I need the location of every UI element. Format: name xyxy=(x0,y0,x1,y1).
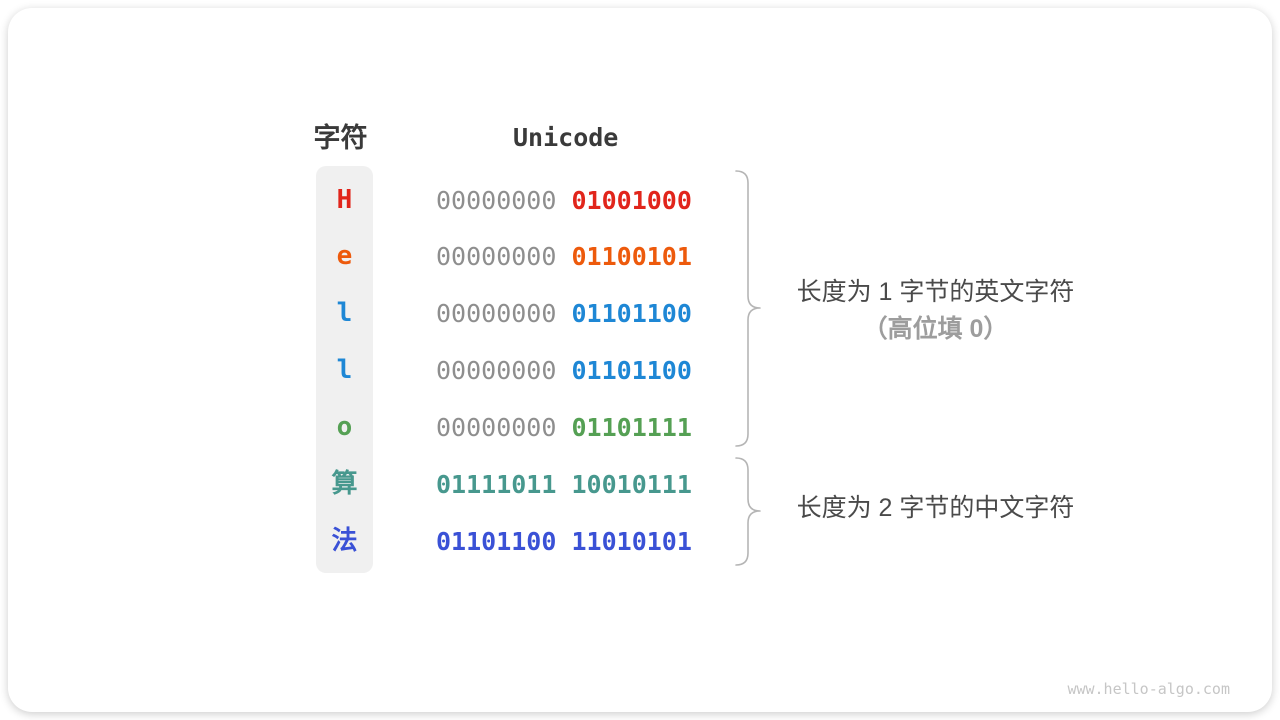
annotation-english-line2: （高位填 0） xyxy=(862,315,1009,343)
unicode-binary: 00000000 01101100 xyxy=(436,285,692,342)
unicode-binary: 00000000 01001000 xyxy=(436,172,692,229)
byte-separator xyxy=(556,299,571,328)
table-row: l 00000000 01101100 xyxy=(8,285,1280,342)
binary-byte-low: 01001000 xyxy=(571,185,692,215)
binary-byte-low: 01101100 xyxy=(571,299,692,329)
watermark: www.hello-algo.com xyxy=(1067,680,1230,698)
annotation-chinese-line1: 长度为 2 字节的中文字符 xyxy=(796,494,1075,522)
binary-byte-high: 00000000 xyxy=(436,356,557,386)
binary-byte-high: 00000000 xyxy=(436,185,557,215)
annotation-english-line1: 长度为 1 字节的英文字符 xyxy=(796,278,1075,306)
char-cell: H xyxy=(336,184,353,215)
unicode-binary: 00000000 01101111 xyxy=(436,399,692,456)
table-row: 算 01111011 10010111 xyxy=(8,456,1280,513)
binary-byte-low: 01101100 xyxy=(571,356,692,386)
table-row: 法 01101100 11010101 xyxy=(8,513,1280,570)
diagram-card: 字符 Unicode H 00000000 01001000 e 0000000… xyxy=(8,8,1272,712)
char-column-background xyxy=(316,166,373,573)
unicode-binary: 01111011 10010111 xyxy=(436,456,692,513)
brace-2byte-group-icon xyxy=(735,457,761,566)
byte-separator xyxy=(556,413,571,442)
brace-1byte-group-icon xyxy=(735,170,761,447)
binary-byte-high: 01101100 xyxy=(436,526,557,556)
binary-byte-low: 01100101 xyxy=(571,242,692,272)
char-cell: e xyxy=(336,241,353,272)
binary-byte-high: 00000000 xyxy=(436,299,557,329)
table-row: H 00000000 01001000 xyxy=(8,172,1280,229)
table-row: e 00000000 01100101 xyxy=(8,228,1280,285)
unicode-binary: 00000000 01100101 xyxy=(436,228,692,285)
binary-byte-high: 00000000 xyxy=(436,242,557,272)
table-row: o 00000000 01101111 xyxy=(8,399,1280,456)
byte-separator xyxy=(556,356,571,385)
table-row: l 00000000 01101100 xyxy=(8,342,1280,399)
binary-byte-high: 01111011 xyxy=(436,469,557,499)
annotation-english-chars: 长度为 1 字节的英文字符 （高位填 0） xyxy=(763,278,1108,344)
char-cell: 算 xyxy=(331,468,358,499)
byte-separator xyxy=(556,470,571,499)
char-column-header: 字符 xyxy=(313,123,368,153)
byte-separator xyxy=(556,186,571,215)
char-cell: l xyxy=(336,298,353,329)
annotation-chinese-chars: 长度为 2 字节的中文字符 xyxy=(763,494,1108,522)
unicode-column-header: Unicode xyxy=(513,123,619,152)
byte-separator xyxy=(556,527,571,556)
binary-byte-low: 10010111 xyxy=(571,469,692,499)
unicode-binary: 01101100 11010101 xyxy=(436,513,692,570)
char-cell: o xyxy=(336,412,353,442)
byte-separator xyxy=(556,242,571,271)
char-cell: l xyxy=(336,355,353,386)
binary-byte-low: 01101111 xyxy=(571,413,692,442)
unicode-binary: 00000000 01101100 xyxy=(436,342,692,399)
binary-byte-high: 00000000 xyxy=(436,413,557,442)
binary-byte-low: 11010101 xyxy=(571,526,692,556)
char-cell: 法 xyxy=(331,525,358,556)
